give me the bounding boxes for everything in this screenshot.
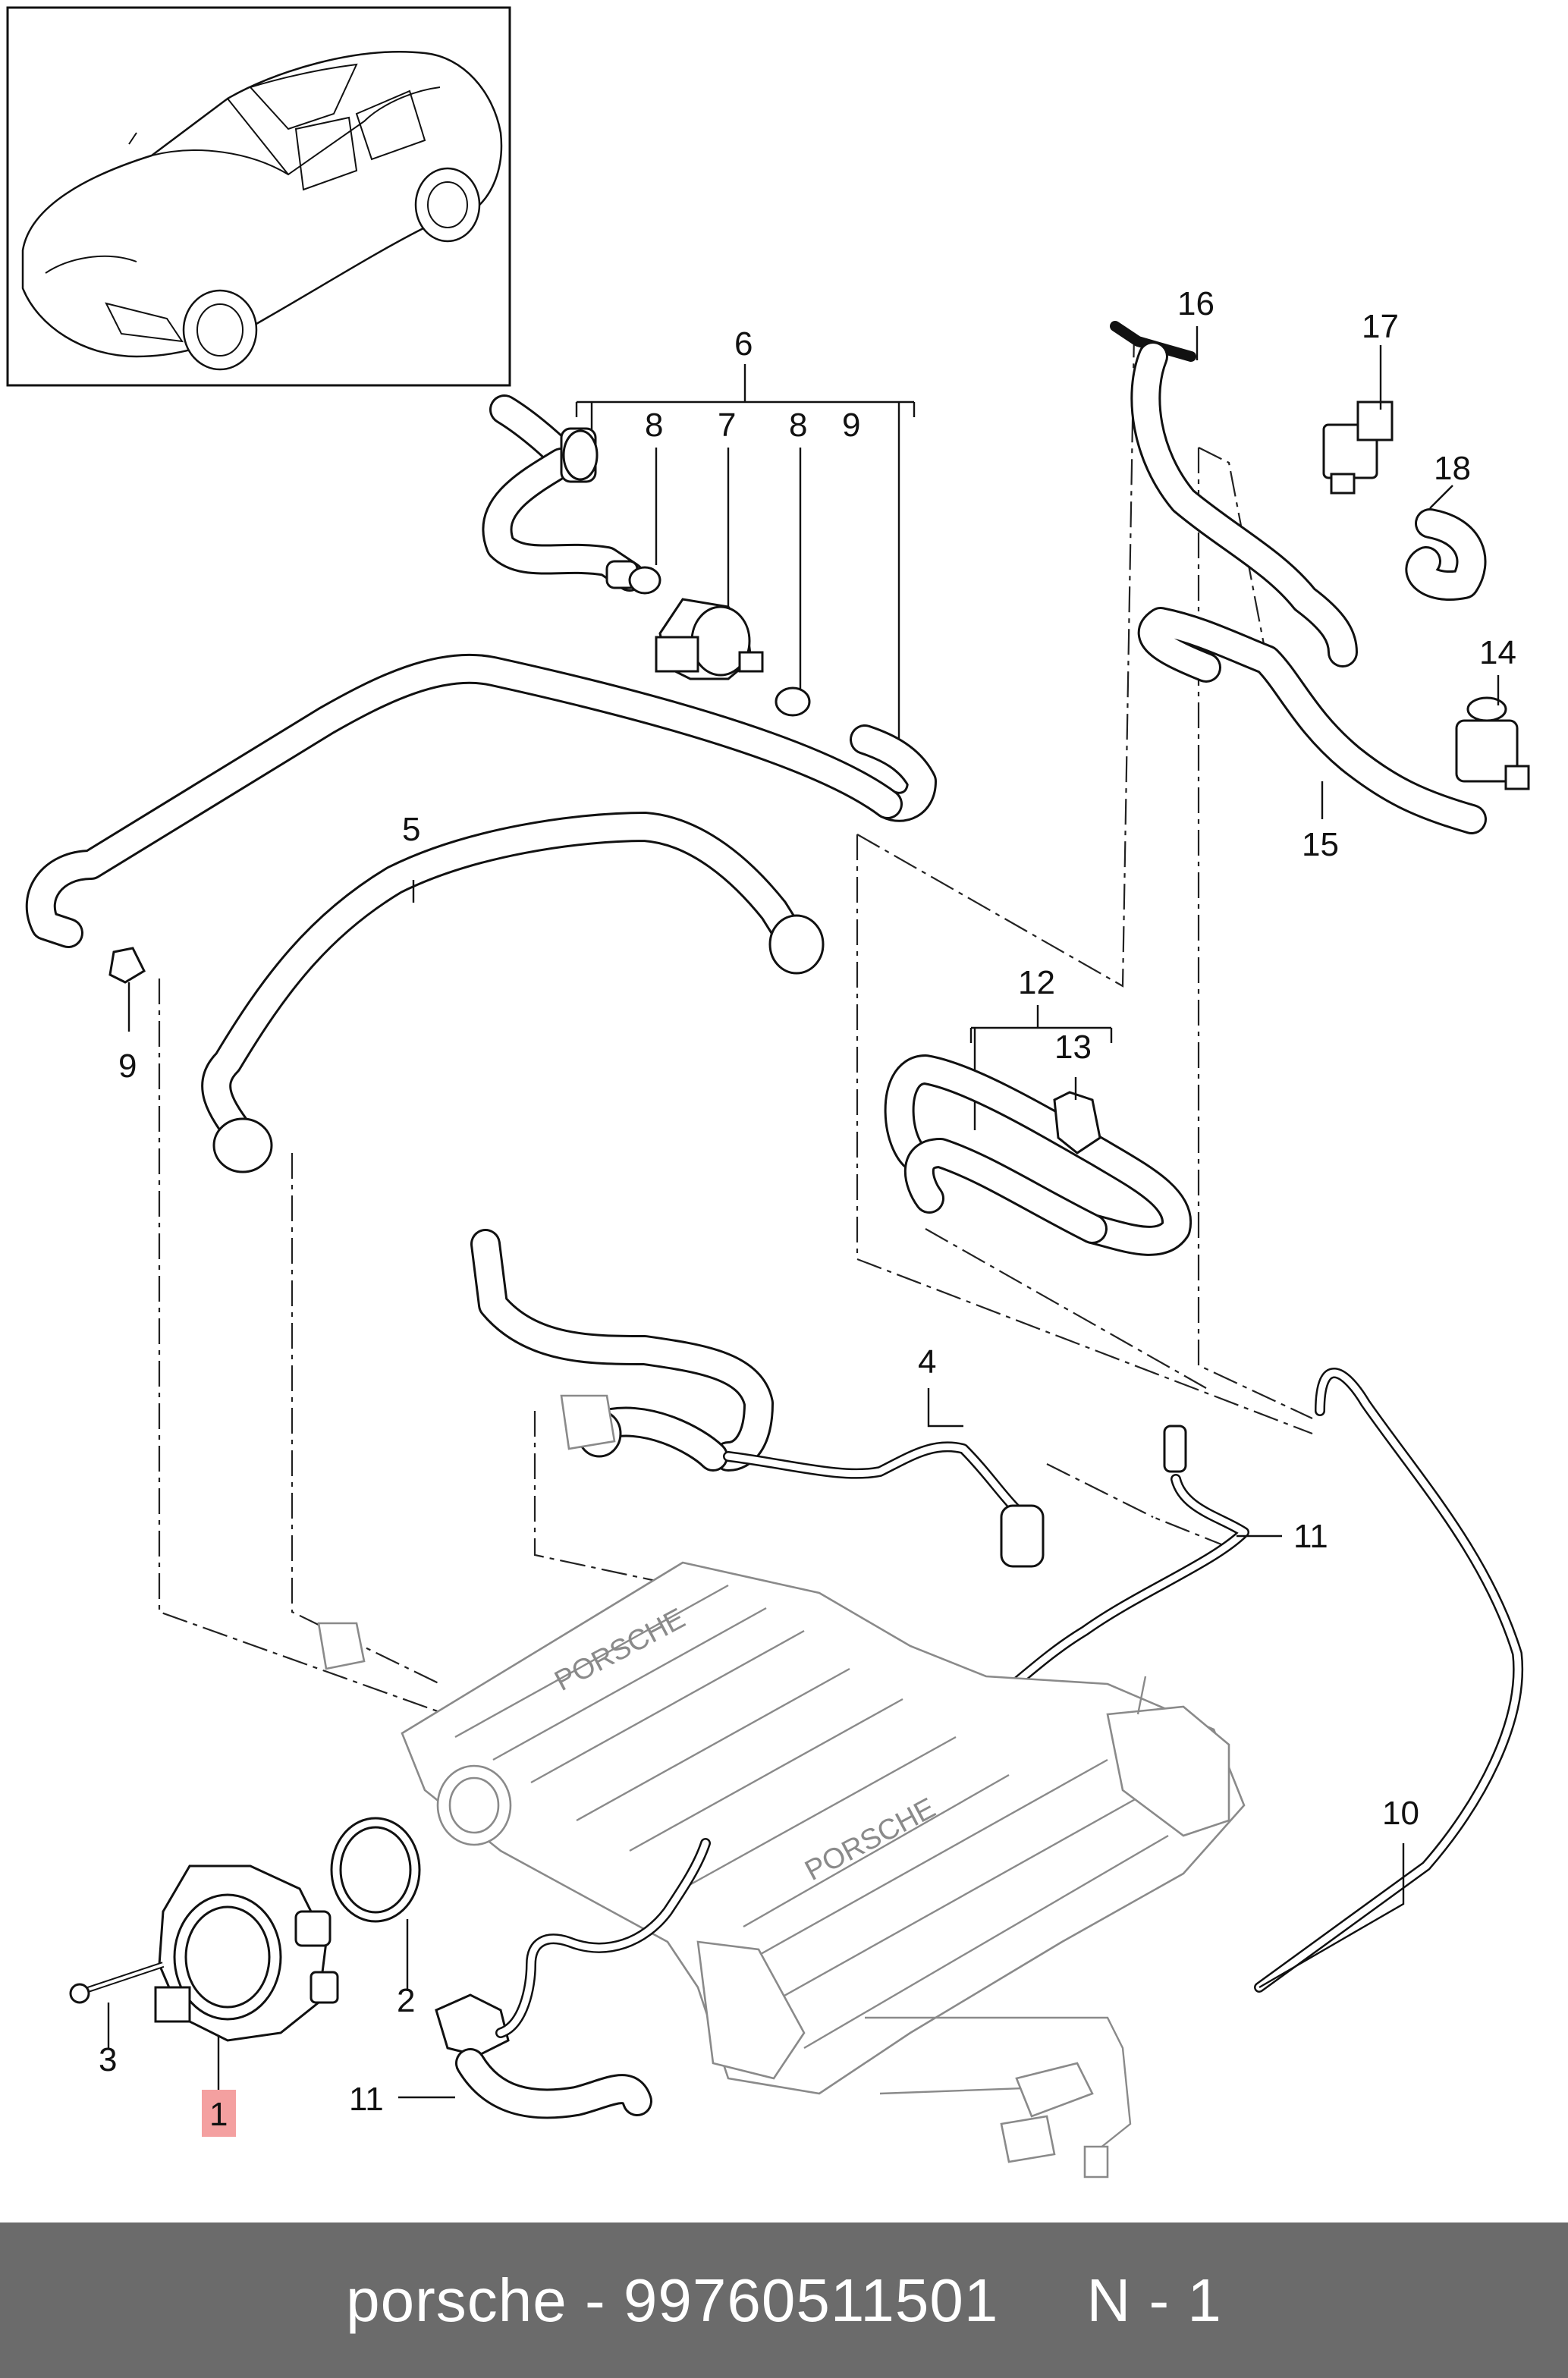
valve-17 (1322, 401, 1394, 495)
clamp-8a (628, 566, 661, 595)
gasket-2 (330, 1817, 421, 1923)
callout-11a: 11 (1293, 1518, 1328, 1555)
valve-14 (1455, 696, 1530, 790)
vehicle-inset (6, 6, 511, 387)
callout-5: 5 (402, 811, 420, 848)
callout-18: 18 (1434, 450, 1471, 487)
footer-part-number: porsche - 99760511501 N - 1 (346, 2266, 1222, 2334)
highlight-part-1 (202, 2090, 236, 2137)
parts-diagram: PORSCHE PORSCHE (6, 6, 1530, 2179)
part-number-footer: porsche - 99760511501 N - 1 (0, 2223, 1568, 2378)
callouts: 1 2 3 4 5 6 7 8 8 9 9 10 11 11 12 13 14 … (99, 285, 1516, 2133)
callout-13: 13 (1054, 1029, 1092, 1066)
callout-8a: 8 (645, 407, 663, 444)
callout-14: 14 (1479, 634, 1516, 671)
callout-9a: 9 (842, 407, 860, 444)
hose-15 (1137, 607, 1487, 834)
screw-3 (69, 1962, 165, 2004)
callout-3: 3 (99, 2041, 117, 2078)
hose-16 (1110, 321, 1358, 668)
callout-16: 16 (1177, 285, 1214, 322)
leader-lines (107, 326, 1500, 2099)
callout-17: 17 (1362, 308, 1399, 345)
callout-2: 2 (397, 1982, 415, 2019)
callout-4: 4 (918, 1343, 936, 1381)
hose-5 (201, 812, 825, 1173)
callout-15: 15 (1302, 826, 1339, 863)
clamp-9 (108, 947, 146, 984)
bracket-12 (969, 1005, 1113, 1130)
callout-1: 1 (209, 2096, 228, 2133)
hose-18 (1405, 508, 1487, 601)
callout-6: 6 (734, 325, 753, 363)
hose-12 (884, 1054, 1192, 1256)
callout-12: 12 (1018, 964, 1055, 1001)
callout-9b: 9 (118, 1048, 137, 1085)
callout-11b: 11 (349, 2081, 384, 2118)
callout-7: 7 (718, 407, 736, 444)
assembly-lines (158, 333, 1313, 1727)
valve-7 (560, 427, 764, 680)
hose-11-lower (435, 1838, 711, 2119)
hose-10 (1254, 1368, 1524, 1993)
throttle-body-1 (154, 1864, 339, 2042)
hose-11-upper (981, 1425, 1249, 1712)
callout-8b: 8 (789, 407, 807, 444)
clamp-8b (775, 686, 811, 717)
intake-manifold: PORSCHE PORSCHE (317, 1394, 1246, 2179)
callout-10: 10 (1382, 1795, 1419, 1832)
